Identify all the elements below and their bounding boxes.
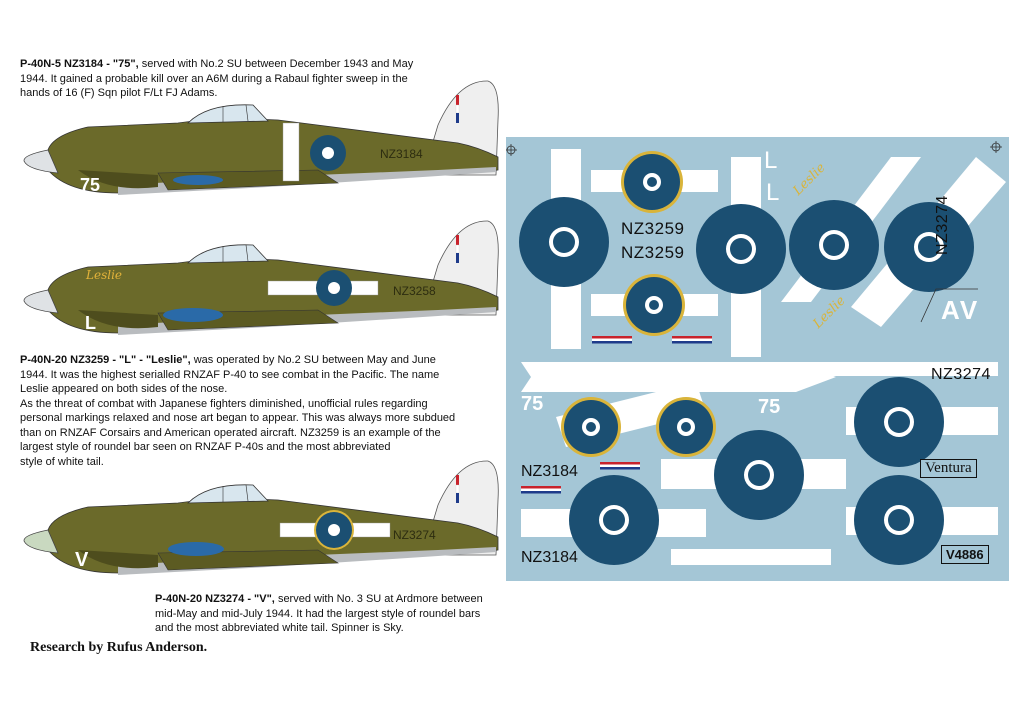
decal-letter: L — [766, 179, 780, 206]
caption-title: P-40N-20 NZ3274 - "V", — [155, 593, 275, 605]
aircraft-serial: NZ3184 — [380, 147, 423, 161]
caption-title: P-40N-5 NZ3184 - "75", — [20, 58, 139, 70]
aircraft-code: L — [85, 313, 96, 333]
decal-brand: Ventura — [920, 459, 977, 478]
caption-text: and the most abbreviated white tail. Spi… — [155, 622, 404, 634]
caption-title: P-40N-20 NZ3259 - "L" - "Leslie", — [20, 354, 191, 366]
caption-nz3274: P-40N-20 NZ3274 - "V", served with No. 3… — [155, 592, 500, 636]
decal-serial-vertical: NZ3274 — [934, 195, 951, 255]
aircraft-code: V — [75, 549, 89, 571]
decal-sheet-number: V4886 — [941, 545, 989, 564]
caption-text: 1944. It was the highest serialled RNZAF… — [20, 368, 440, 381]
decal-serial: NZ3274 — [931, 366, 991, 383]
decal-sheet: NZ3259 NZ3259 NZ3274 NZ3274 NZ3184 NZ318… — [506, 137, 1009, 581]
caption-text: 1944. It gained a probable kill over an … — [20, 72, 408, 85]
aircraft-profile-nz3184 — [23, 80, 499, 195]
decal-serial: NZ3184 — [521, 549, 578, 566]
caption-text: hands of 16 (F) Sqn pilot F/Lt FJ Adams. — [20, 87, 218, 99]
caption-text: served with No. 3 SU at Ardmore between — [277, 593, 483, 605]
decal-serial: NZ3259 — [621, 243, 685, 262]
aircraft-serial: NZ3258 — [393, 284, 436, 298]
decal-serial: NZ3184 — [521, 463, 578, 480]
caption-text: style of white tail. — [20, 455, 104, 468]
caption-text: mid-May and mid-July 1944. It had the la… — [155, 607, 481, 620]
caption-text: was operated by No.2 SU between May and … — [193, 354, 436, 366]
decal-letter: AV — [941, 295, 980, 325]
decal-serial: NZ3259 — [621, 219, 685, 238]
caption-text: personal markings relaxed and nose art b… — [20, 412, 456, 424]
research-credit: Research by Rufus Anderson. — [30, 640, 208, 655]
caption-text: than on RNZAF Corsairs and American oper… — [20, 426, 441, 439]
decal-sheet-artwork — [506, 137, 1009, 581]
caption-nz3259: P-40N-20 NZ3259 - "L" - "Leslie", was op… — [20, 353, 490, 469]
aircraft-profile-nz3259 — [23, 220, 499, 335]
decal-number: 75 — [758, 396, 781, 418]
aircraft-profile-nz3274 — [23, 460, 499, 575]
caption-nz3184: P-40N-5 NZ3184 - "75", served with No.2 … — [20, 57, 460, 101]
aircraft-code: 75 — [80, 175, 101, 195]
decal-letter: L — [764, 147, 778, 174]
caption-text: largest style of roundel bar seen on RNZ… — [20, 441, 391, 453]
caption-text: Leslie appeared on both sides of the nos… — [20, 383, 228, 395]
caption-text: served with No.2 SU between December 194… — [141, 58, 414, 70]
aircraft-serial: NZ3274 — [393, 528, 436, 542]
caption-text: As the threat of combat with Japanese fi… — [20, 397, 428, 410]
decal-number: 75 — [521, 393, 544, 415]
aircraft-nose-art: Leslie — [86, 268, 123, 282]
